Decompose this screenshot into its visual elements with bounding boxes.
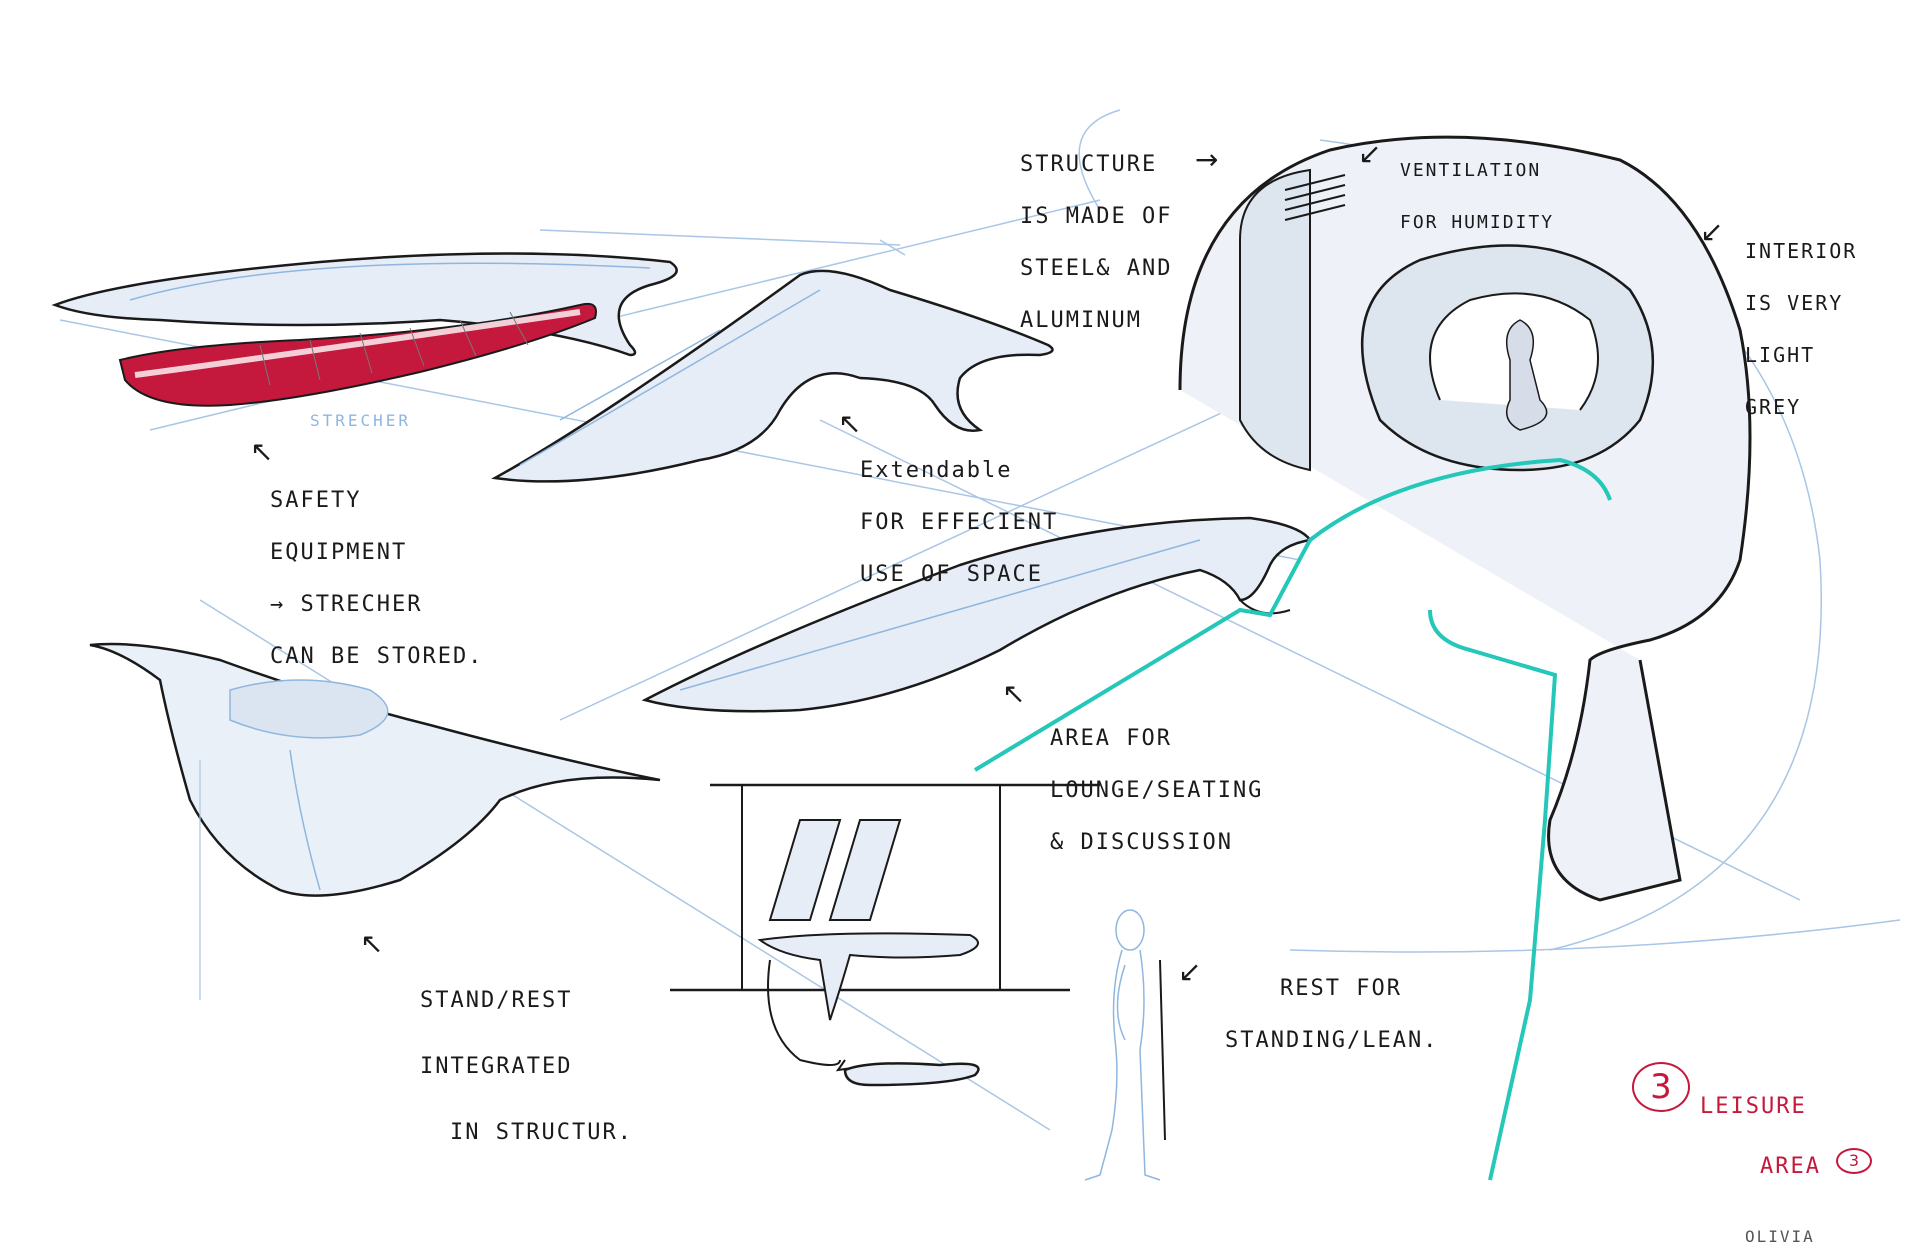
interior-arrow-icon: ↙ [1700, 215, 1724, 248]
signature: OLIVIA [1745, 1227, 1815, 1246]
inset-detail [670, 783, 1100, 1087]
rest-arrow-icon: ↙ [1178, 955, 1202, 988]
interior-note: INTERIOR IS VERY LIGHT GREY [1745, 239, 1858, 419]
extendable-bench [491, 269, 1054, 483]
ventilation-note: VENTILATION FOR HUMIDITY [1400, 160, 1555, 233]
extendable-note: Extendable FOR EFFECIENT USE OF SPACE [860, 458, 1059, 587]
middle-bench [641, 516, 1313, 713]
lounge-arrow-icon: ↖ [1002, 677, 1026, 710]
page-number-badge: 3 [1836, 1148, 1872, 1174]
structure-arrow-icon: → [1195, 143, 1219, 176]
stand-arrow-icon: ↖ [360, 927, 384, 960]
lounge-note: AREA FOR LOUNGE/SEATING & DISCUSSION [1050, 726, 1264, 855]
person-figure [1084, 909, 1166, 1181]
leisure-note: LEISURE AREA [1700, 1094, 1821, 1179]
ventilation-arrow-icon: ↙ [1358, 137, 1382, 170]
arch-structure [1178, 135, 1752, 902]
leisure-number-badge: 3 [1632, 1062, 1690, 1112]
floor-path [973, 457, 1612, 1181]
stretcher-label: STRECHER [310, 411, 412, 430]
structure-note: STRUCTURE IS MADE OF STEEL& AND ALUMINUM [1020, 152, 1173, 333]
extendable-arrow-icon: ↖ [838, 407, 862, 440]
stretcher-bench [51, 252, 678, 407]
rest-note: REST FOR STANDING/LEAN. [1225, 976, 1439, 1053]
stand-note: STAND/REST INTEGRATED IN STRUCTUR. [420, 988, 633, 1145]
safety-arrow-icon: ↖ [250, 435, 274, 468]
safety-note: SAFETY EQUIPMENT → STRECHER CAN BE STORE… [270, 488, 484, 669]
lounge-seat [89, 642, 661, 1000]
